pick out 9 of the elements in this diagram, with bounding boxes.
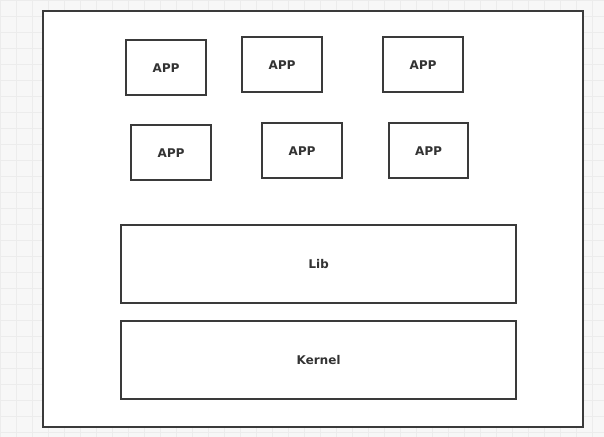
app-box: APP xyxy=(125,39,207,96)
app-box: APP xyxy=(241,36,323,93)
kernel-layer-box: Kernel xyxy=(120,320,517,400)
app-box: APP xyxy=(382,36,464,93)
app-box: APP xyxy=(130,124,212,181)
app-box: APP xyxy=(261,122,343,179)
system-container xyxy=(42,10,584,428)
app-box: APP xyxy=(388,122,469,179)
library-layer-box: Lib xyxy=(120,224,517,304)
